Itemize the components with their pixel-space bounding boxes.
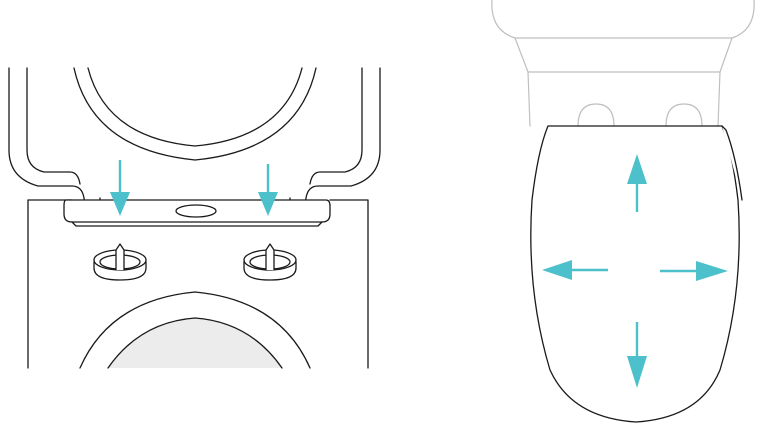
seat-lid-top-view — [530, 125, 743, 423]
toilet-base — [27, 199, 369, 369]
hinge-installation-panel — [8, 67, 381, 369]
lid-inner-opening — [73, 67, 317, 161]
arrow-down-icon — [258, 164, 278, 216]
hinge-plate — [63, 199, 331, 227]
arrow-right-icon — [660, 261, 728, 281]
seat-lid — [8, 67, 381, 220]
seat-alignment-panel — [470, 0, 773, 428]
seat-alignment-drawing — [491, 0, 755, 423]
hinge-bolt-right — [243, 243, 297, 281]
arrow-down-icon — [627, 322, 647, 388]
arrow-down-icon — [110, 160, 130, 216]
arrow-left-icon — [542, 260, 608, 280]
hinge-plate-slot — [175, 204, 217, 218]
hinge-bolt-left — [93, 243, 147, 281]
hinge-installation-drawing — [8, 67, 381, 369]
arrow-up-icon — [627, 154, 647, 212]
bowl-opening — [79, 291, 311, 369]
toilet-tank — [491, 0, 755, 127]
